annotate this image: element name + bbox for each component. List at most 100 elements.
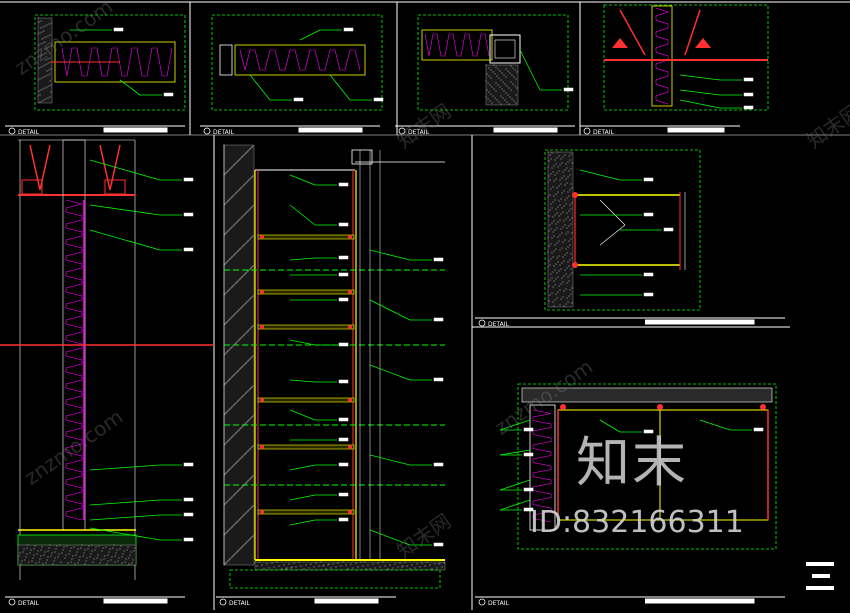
- hatch-dot: [41, 100, 43, 102]
- hatch-dot: [40, 27, 42, 29]
- hatch-dot: [250, 477, 252, 479]
- hatch-dot: [251, 536, 253, 538]
- leader-tag: [338, 255, 349, 260]
- leader-line: [499, 499, 531, 511]
- hatch-dot: [234, 553, 236, 555]
- hatch-dot: [224, 413, 226, 415]
- hatch-dot: [235, 282, 237, 284]
- hatch-dot: [245, 482, 247, 484]
- shelf-pin-icon: [260, 325, 264, 329]
- hatch-dot: [350, 563, 352, 565]
- hatch-dot: [110, 559, 112, 561]
- hatch-dot: [237, 400, 239, 402]
- hatch-dot: [243, 274, 245, 276]
- hatch-dot: [570, 238, 572, 240]
- hatch-dot: [563, 205, 565, 207]
- hatch-dot: [551, 237, 553, 239]
- hatch-dot: [237, 490, 239, 492]
- hatch-dot: [90, 553, 92, 555]
- hatch-dot: [231, 526, 233, 528]
- hatch-dot: [246, 331, 248, 333]
- hatch-dot: [239, 158, 241, 160]
- hatch-dot: [238, 219, 240, 221]
- hatch-dot: [60, 561, 62, 563]
- hatch-dot: [231, 316, 233, 318]
- hatch-dot: [45, 59, 47, 61]
- hatch-dot: [571, 217, 573, 219]
- hatch-dot: [64, 557, 66, 559]
- shelf-pin-icon: [260, 445, 264, 449]
- bracket: [104, 179, 126, 195]
- hatch-dot: [340, 565, 342, 567]
- hatch-dot: [552, 271, 554, 273]
- hatch-dot: [251, 386, 253, 388]
- leader-tag: [293, 97, 304, 102]
- hatch-dot: [565, 163, 567, 165]
- hatch-dot: [105, 546, 107, 548]
- leader-tag: [338, 297, 349, 302]
- leader-tag: [743, 92, 754, 97]
- hatch-dot: [251, 206, 253, 208]
- leader-line: [89, 499, 161, 506]
- hatch-dot: [102, 547, 104, 549]
- hatch-dot: [235, 552, 237, 554]
- hatch-dot: [78, 559, 80, 561]
- leader-tag: [373, 97, 384, 102]
- detail-marker-icon: [478, 319, 486, 327]
- hatch-dot: [238, 249, 240, 251]
- hatch-dot: [553, 165, 555, 167]
- hatch-dot: [224, 293, 226, 295]
- hatch-dot: [227, 380, 229, 382]
- hatch-dot: [569, 219, 571, 221]
- hatch-dot: [489, 84, 491, 86]
- hatch-dot: [345, 564, 347, 566]
- hatch-dot: [487, 82, 489, 84]
- hatch-dot: [243, 334, 245, 336]
- hatch-dot: [237, 370, 239, 372]
- hatch-dot: [71, 558, 73, 560]
- hanger-rods: [29, 144, 121, 191]
- hatch-dot: [570, 168, 572, 170]
- hatch-dot: [227, 200, 229, 202]
- title-bar: [314, 598, 379, 604]
- hatch-dot: [225, 442, 227, 444]
- hatch-dot: [290, 567, 292, 569]
- leader-line: [289, 257, 316, 261]
- hatch-dot: [43, 99, 45, 101]
- hatch-dot: [236, 551, 238, 553]
- hatch-dot: [266, 563, 268, 565]
- hanger-clip-icon: [695, 38, 711, 48]
- hatch-dot: [365, 568, 367, 570]
- hatch-dot: [360, 561, 362, 563]
- hatch-dot: [560, 183, 562, 185]
- detail-border: [517, 383, 777, 550]
- hatch-wall-icon: [485, 64, 519, 106]
- hatch-dot: [249, 268, 251, 270]
- hatch-dot: [564, 239, 566, 241]
- hatch-dot: [116, 549, 118, 551]
- hatch-dot: [43, 554, 45, 556]
- hatch-dot: [54, 557, 56, 559]
- hatch-dot: [236, 191, 238, 193]
- hatch-dot: [224, 473, 226, 475]
- hatch-dot: [499, 86, 501, 88]
- detail-border: [229, 569, 441, 589]
- title-block-label: DETAIL: [593, 129, 614, 136]
- hatch-dot: [93, 558, 95, 560]
- leader-tag: [183, 247, 194, 252]
- shelf-board: [257, 234, 355, 240]
- hatch-dot: [79, 556, 81, 558]
- hatch-dot: [52, 563, 54, 565]
- hatch-dot: [248, 149, 250, 151]
- hatch-dot: [243, 184, 245, 186]
- hatch-dot: [486, 73, 488, 75]
- hatch-dot: [550, 273, 552, 275]
- hatch-dot: [47, 35, 49, 37]
- hatch-dot: [38, 90, 40, 92]
- hatch-dot: [558, 255, 560, 257]
- hatch-dot: [421, 562, 423, 564]
- shelf-pin-icon: [348, 235, 352, 239]
- hatch-dot: [227, 320, 229, 322]
- hatch-dot: [224, 443, 226, 445]
- fixing-icon: [572, 262, 578, 268]
